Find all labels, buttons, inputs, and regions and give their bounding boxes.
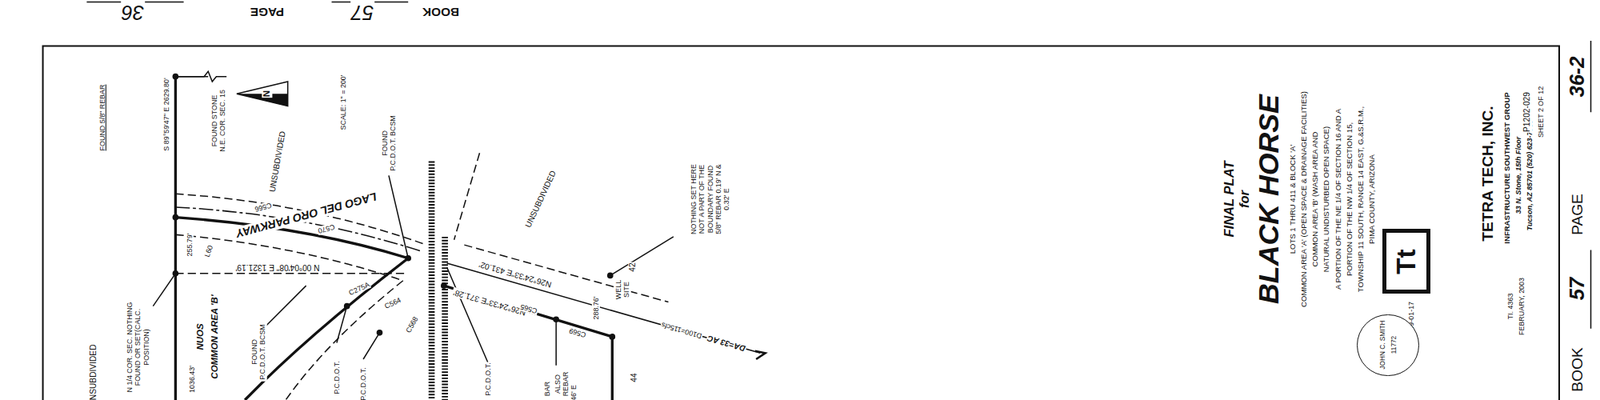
plat-label: NATURAL UNDISTURBED OPEN SPACE)	[1320, 125, 1330, 273]
plat-label: BAR	[543, 380, 552, 397]
plat-label: TETRA TECH, INC.	[1479, 104, 1497, 242]
plat-label: N26°24'33"E 431.02'	[477, 259, 554, 290]
plat-label: S 89°59'47" E 2629.80'	[162, 76, 171, 152]
north-arrow	[236, 81, 288, 107]
plat-label: SHEET 2 OF 12	[1536, 85, 1545, 139]
monument-dot	[172, 214, 180, 221]
row-hatch	[441, 236, 448, 400]
plat-label: C568	[404, 314, 421, 335]
leader-line	[152, 273, 176, 307]
plat-label: N	[262, 89, 273, 98]
boundary-line	[444, 285, 612, 400]
plat-label: FOUND STONE N.E. COR. SEC. 15	[210, 88, 228, 153]
monument-dot	[608, 333, 616, 340]
monument-dot	[376, 329, 384, 336]
plat-label: UNSUBDIVIDED	[267, 129, 288, 194]
wash-boundary	[244, 258, 408, 400]
plat-label: SCALE: 1" = 200'	[338, 73, 347, 131]
seal-text: 11772	[1390, 336, 1398, 354]
plat-label: BOOK	[1568, 346, 1587, 392]
plat-label: A PORTION OF THE NE 1/4 OF SECTION 16 AN…	[1333, 108, 1343, 291]
monument-dot	[440, 282, 448, 289]
plat-label: COMMON AREA 'A' (OPEN SPACE & DRAINAGE F…	[1298, 90, 1308, 308]
header-page-number: 36	[120, 0, 145, 24]
plat-label: WELL SITE	[614, 274, 632, 305]
boundary-line	[447, 263, 761, 353]
leader-line	[263, 285, 380, 360]
plat-label: NUOS	[196, 322, 207, 351]
plat-label: DA=33 AC	[705, 332, 748, 353]
plat-label: 42	[628, 262, 638, 273]
plat-label: INFRASTRUCTURE SOUTHWEST GROUP	[1501, 92, 1511, 245]
sheet-border	[43, 45, 1560, 400]
plat-label: C275A	[347, 280, 372, 298]
plat-label: 288.76'	[592, 296, 600, 321]
plat-label: P1202-029	[1523, 91, 1533, 133]
wash-edge	[285, 280, 404, 400]
leader-line	[175, 76, 408, 259]
logo-box: Tt	[1382, 228, 1431, 295]
monument-dot	[172, 73, 180, 80]
plat-label: COMMON AREA 'B'	[210, 293, 221, 380]
plat-label: PAGE	[1568, 192, 1587, 236]
plat-label: 46' E	[569, 384, 578, 400]
plat-label: P.C.D.O.T.	[359, 366, 368, 400]
monument-dot	[172, 270, 180, 277]
book-page-underline	[1590, 40, 1592, 329]
arrow-head	[755, 351, 766, 360]
header-book: BOOK	[421, 4, 460, 20]
plat-label: Tucson, AZ 85701 (520) 623-7980	[1525, 119, 1534, 232]
logo-text: Tt	[1392, 248, 1421, 274]
section-line-dashed	[175, 272, 408, 275]
plat-label: FOUND 5/8" REBAR	[97, 83, 106, 152]
plat-label: COMMON AREA 'B' (WASH AREA AND	[1309, 130, 1319, 268]
plat-label: L60	[203, 243, 216, 259]
row-hatch	[428, 161, 436, 400]
plat-title: BLACK HORSE	[1252, 93, 1286, 305]
plat-label: FOUND P.C.D.O.T. BCSM	[380, 113, 398, 172]
plat-label: N 1/4 COR. SEC. NOTHING FOUND OR SET(CAL…	[125, 297, 151, 396]
plat-label: P.C.D.O.T.	[484, 362, 492, 397]
plat-label: C570	[316, 222, 337, 236]
header-book-number: 57	[350, 0, 375, 24]
engineer-seal: JOHN C. SMITH11772	[1356, 314, 1419, 376]
plat-label: UNSUBDIVIDED	[88, 344, 99, 400]
plat-label: UNSUBDIVIDED	[523, 168, 559, 230]
plat-label: 57	[1565, 276, 1589, 301]
seal-text: JOHN C. SMITH	[1379, 320, 1387, 370]
plat-label: C564	[382, 295, 403, 311]
header-page: PAGE	[249, 4, 285, 20]
plat-label: N26°24'33"E 371.28'	[452, 287, 528, 318]
plat-label: TI. 4363	[1506, 292, 1515, 320]
plat-label: PIMA COUNTY, ARIZONA	[1367, 153, 1376, 245]
monument-dot	[552, 316, 560, 323]
monument-dot	[404, 255, 412, 262]
boundary-line	[174, 76, 177, 400]
unsubdivided-line	[454, 152, 669, 302]
plat-label: TOWNSHIP 11 SOUTH, RANGE 14 EAST, G.&S.R…	[1356, 105, 1365, 293]
plat-label: NOTHING SET HERE NOT A PART OF THE BOUND…	[689, 158, 731, 240]
plat-label: 255.79'	[185, 232, 194, 258]
plat-title-line: FINAL PLAT	[1221, 160, 1237, 238]
plat-label: 1036.43'	[188, 365, 196, 395]
plat-label: FOUND P.C.D.O.T. BCSM	[249, 322, 267, 381]
plat-label: 33 N. Stone, 15th Floor	[1514, 136, 1523, 216]
monument-dot	[607, 272, 614, 280]
plat-label: PORTION OF THE NW 1/4 OF SECTION 15,	[1344, 121, 1354, 277]
plat-label: LOTS 1 THRU 411 & BLOCK 'A'	[1287, 143, 1296, 254]
plat-label: ALSO REBAR	[552, 365, 570, 400]
plat-label: P.C.D.O.T.	[332, 360, 341, 395]
plat-label: 36-2	[1565, 55, 1589, 98]
monument-dot	[344, 303, 351, 310]
plat-label: N 00°04'08" E 1321.19'	[234, 262, 320, 272]
plat-title-line: for	[1237, 189, 1253, 209]
plat-label: FEBRUARY, 2003	[1517, 276, 1526, 336]
leader-line	[610, 236, 674, 276]
plat-label: D100=115cfs	[660, 320, 704, 341]
plat-label: 44	[630, 372, 640, 383]
